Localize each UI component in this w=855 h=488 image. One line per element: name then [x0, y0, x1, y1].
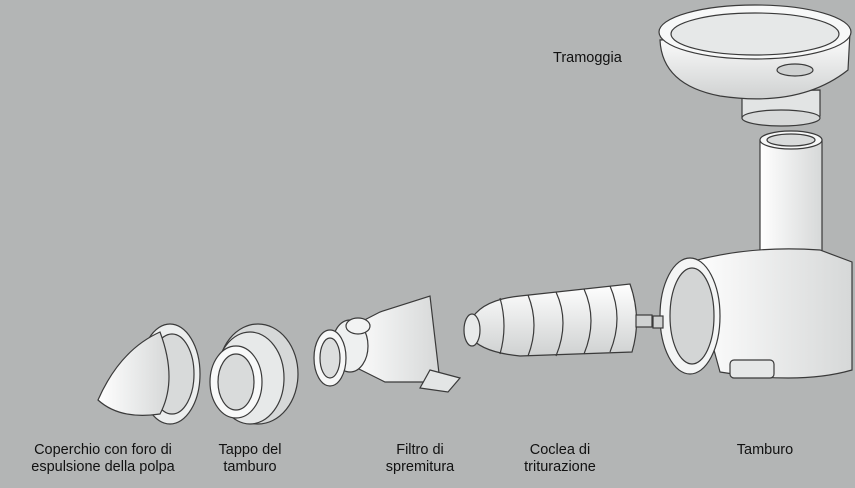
auger-part [463, 283, 653, 357]
label-pulp-cap: Coperchio con foro di espulsione della p… [31, 442, 175, 475]
filter-part [313, 295, 462, 393]
hopper-part [658, 4, 852, 127]
label-drum-cap: Tappo del tamburo [218, 442, 282, 475]
pulp-cap-part [97, 323, 201, 425]
label-hopper: Tramoggia [553, 50, 622, 66]
label-auger: Coclea di triturazione [524, 442, 596, 475]
label-filter: Filtro di spremitura [385, 442, 455, 475]
label-drum: Tamburo [736, 442, 794, 458]
drum-cap-part [209, 323, 299, 425]
drum-part [652, 130, 853, 379]
